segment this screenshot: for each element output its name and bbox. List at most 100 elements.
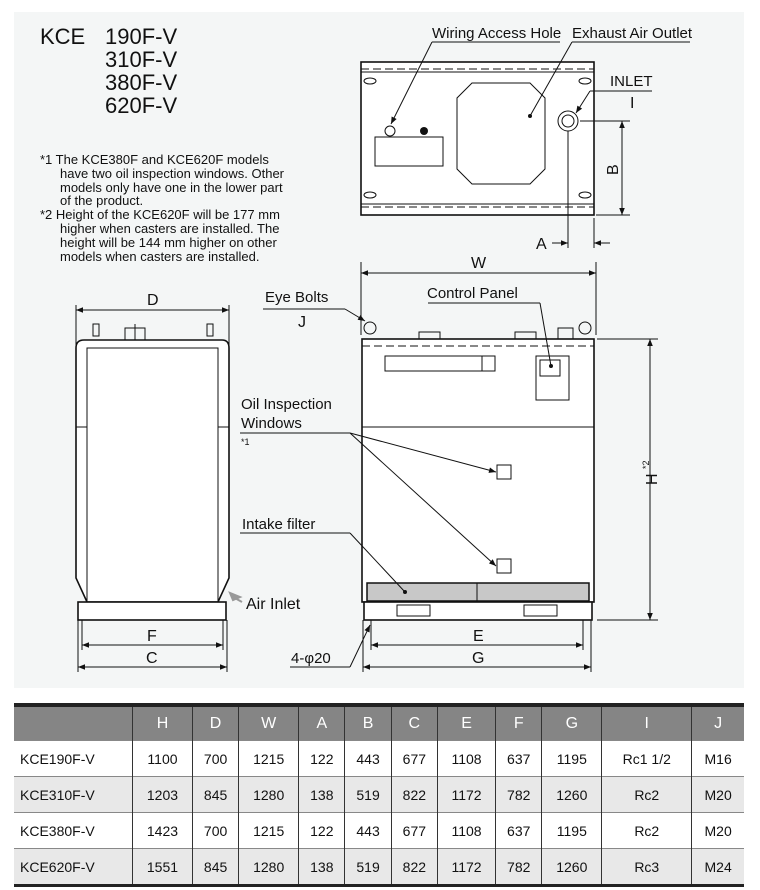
column-header: G: [541, 705, 602, 741]
note-line: *1 The KCE380F and KCE620F models: [40, 152, 269, 167]
wiring-hole: [420, 127, 428, 135]
side-view: [75, 305, 243, 672]
value-cell: 443: [344, 812, 392, 849]
value-cell: 1172: [436, 848, 496, 886]
model-name: 380F-V: [105, 70, 177, 95]
value-cell: 845: [191, 848, 239, 886]
model-name: 190F-V: [105, 24, 177, 49]
note-line: models when casters are installed.: [60, 249, 259, 264]
column-header: J: [691, 705, 744, 741]
value-cell: M24: [691, 848, 744, 886]
value-cell: 1260: [541, 848, 602, 886]
air-inlet-label: Air Inlet: [246, 596, 301, 613]
front-view: [240, 302, 658, 672]
value-cell: M20: [691, 776, 744, 813]
model-name: 620F-V: [105, 93, 177, 118]
model-title: KCE 190F-V 310F-V 380F-V 620F-V: [40, 24, 177, 118]
value-cell: 1215: [238, 812, 299, 849]
top-view: [360, 41, 690, 248]
note-line: height will be 144 mm higher on other: [60, 235, 277, 250]
value-cell: 677: [390, 812, 438, 849]
dim-c-label: C: [146, 650, 158, 667]
dim-h: H *2: [641, 460, 661, 485]
note-line: higher when casters are installed. The: [60, 221, 279, 236]
oil-note-marker: *1: [241, 437, 250, 447]
value-cell: 443: [344, 740, 392, 777]
eye-bolts-label: Eye Bolts: [265, 289, 328, 306]
value-cell: 519: [344, 848, 392, 886]
value-cell: 1203: [132, 776, 193, 813]
air-inlet-arrow-icon: [228, 591, 243, 603]
value-cell: 1260: [541, 776, 602, 813]
value-cell: 700: [191, 812, 239, 849]
dim-g-label: G: [472, 650, 484, 667]
wiring-panel: [374, 136, 444, 167]
dim-e-label: E: [473, 628, 484, 645]
exhaust-air-outlet-label: Exhaust Air Outlet: [572, 25, 693, 42]
inlet-label: INLET: [610, 73, 653, 90]
note-line: *2 Height of the KCE620F will be 177 mm: [40, 207, 280, 222]
column-header: A: [298, 705, 345, 741]
exhaust-outlet-plate: [456, 82, 546, 185]
value-cell: 845: [191, 776, 239, 813]
dim-i-label: I: [630, 95, 634, 112]
value-cell: 1108: [436, 812, 496, 849]
dim-a-label: A: [536, 236, 547, 253]
intake-filter-label: Intake filter: [242, 516, 315, 533]
eye-bolt: [363, 321, 377, 335]
dim-b-label: B: [605, 164, 622, 175]
column-header: F: [495, 705, 542, 741]
oil-inspection-window: [496, 464, 512, 480]
control-panel-label: Control Panel: [427, 285, 518, 302]
column-header: [14, 705, 133, 741]
value-cell: 1195: [541, 812, 602, 849]
value-cell: 822: [390, 848, 438, 886]
column-header: E: [436, 705, 496, 741]
dim-d-label: D: [147, 292, 159, 309]
value-cell: 138: [298, 848, 345, 886]
value-cell: 1195: [541, 740, 602, 777]
note-line: models only have one in the lower part: [60, 180, 283, 195]
title-prefix: KCE: [40, 24, 85, 49]
dimension-drawing: KCE 190F-V 310F-V 380F-V 620F-V *1 The K…: [40, 24, 693, 672]
value-cell: 122: [298, 812, 345, 849]
control-panel: [535, 355, 570, 401]
value-cell: 782: [495, 776, 542, 813]
value-cell: M20: [691, 812, 744, 849]
value-cell: 122: [298, 740, 345, 777]
column-header: I: [601, 705, 692, 741]
dim-f-label: F: [147, 628, 157, 645]
note-line: of the product.: [60, 193, 143, 208]
model-cell: KCE310F-V: [14, 776, 133, 813]
dim-h-label: H: [644, 473, 661, 485]
mounting-holes-label: 4-φ20: [291, 650, 331, 667]
oil-inspection-label: Oil Inspection: [241, 396, 332, 413]
value-cell: 1551: [132, 848, 193, 886]
value-cell: 782: [495, 848, 542, 886]
value-cell: Rc3: [601, 848, 692, 886]
wiring-access-hole-label: Wiring Access Hole: [432, 25, 561, 42]
handle: [418, 331, 441, 340]
dim-w: [360, 262, 597, 335]
note-line: have two oil inspection windows. Other: [60, 166, 285, 181]
model-name: 310F-V: [105, 47, 177, 72]
column-header: B: [344, 705, 392, 741]
value-cell: Rc2: [601, 776, 692, 813]
column-header: D: [191, 705, 239, 741]
footnotes: *1 The KCE380F and KCE620F models have t…: [40, 152, 285, 264]
value-cell: 519: [344, 776, 392, 813]
column-header: C: [390, 705, 438, 741]
oil-inspection-window: [496, 558, 512, 574]
value-cell: 138: [298, 776, 345, 813]
value-cell: 1108: [436, 740, 496, 777]
table-header-row: H D W A B C E F G I J: [14, 705, 744, 741]
value-cell: 1100: [132, 740, 193, 777]
wiring-hole: [384, 125, 396, 137]
dim-j-label: J: [298, 314, 306, 331]
column-header: H: [132, 705, 193, 741]
value-cell: 1423: [132, 812, 193, 849]
